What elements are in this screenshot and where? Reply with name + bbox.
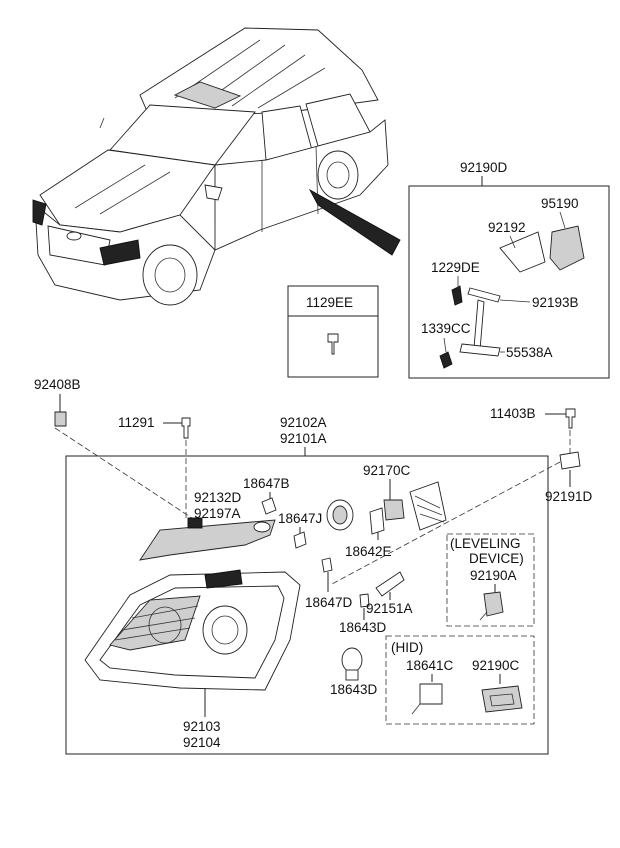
- label-92190C: 92190C: [472, 658, 520, 673]
- label-11291: 11291: [118, 415, 155, 430]
- clip-92408B: [54, 411, 67, 427]
- label-92190A: 92190A: [470, 568, 517, 583]
- label-92192: 92192: [488, 220, 526, 235]
- label-92101A: 92101A: [280, 431, 327, 446]
- label-1129EE: 1129EE: [306, 295, 353, 310]
- label-leveling-2: DEVICE): [469, 551, 524, 566]
- vehicle-illustration: [32, 27, 401, 306]
- clip-92191D: [559, 451, 581, 470]
- label-92193B: 92193B: [532, 295, 579, 310]
- leveling-actuator-92190A: [483, 591, 504, 617]
- label-92151A: 92151A: [366, 601, 413, 616]
- label-55538A: 55538A: [506, 345, 553, 360]
- hid-box: [385, 635, 535, 725]
- bulb-18643D: [341, 647, 363, 673]
- label-92104: 92104: [183, 735, 221, 750]
- label-hid: (HID): [391, 640, 423, 655]
- bolt-box-1129EE: 1129EE: [287, 285, 379, 378]
- hid-bulb-18641C: [419, 683, 443, 705]
- headlamp-assembly-box: [65, 455, 549, 755]
- leveling-sensor-group: 92190D 95190 92192 1229DE 92193B 1339CC …: [408, 160, 610, 379]
- label-92103: 92103: [183, 719, 221, 734]
- label-92132D: 92132D: [194, 490, 242, 505]
- bolt-1129EE: [327, 333, 339, 355]
- label-18647B: 18647B: [243, 476, 290, 491]
- label-92102A: 92102A: [280, 415, 327, 430]
- label-18647J: 18647J: [278, 511, 322, 526]
- label-18643D-b: 18643D: [330, 682, 378, 697]
- label-92197A: 92197A: [194, 506, 241, 521]
- label-18642E: 18642E: [345, 544, 392, 559]
- sensor-box: [408, 185, 610, 379]
- label-92190D: 92190D: [460, 160, 508, 175]
- leveling-device-box: [446, 533, 535, 627]
- label-1339CC: 1339CC: [421, 321, 471, 336]
- label-1229DE: 1229DE: [431, 260, 480, 275]
- label-95190: 95190: [541, 196, 579, 211]
- cover-92170C: [409, 481, 447, 531]
- sensor-95190: [549, 225, 585, 271]
- bracket-92192: [499, 231, 546, 273]
- label-92408B: 92408B: [34, 377, 81, 392]
- label-18641C: 18641C: [406, 658, 454, 673]
- label-leveling-1: (LEVELING: [450, 536, 521, 551]
- screw-11291: [181, 417, 191, 439]
- bulb-92151A: [375, 571, 405, 597]
- label-92170C: 92170C: [363, 463, 411, 478]
- label-92191D: 92191D: [545, 489, 593, 504]
- ballast-92190C: [481, 685, 523, 713]
- headlamp-92103: [84, 569, 301, 691]
- label-18647D: 18647D: [305, 595, 353, 610]
- screw-11403B: [565, 408, 576, 429]
- label-11403B: 11403B: [490, 406, 536, 421]
- shield-92132D: [139, 519, 276, 561]
- label-18643D-a: 18643D: [339, 620, 387, 635]
